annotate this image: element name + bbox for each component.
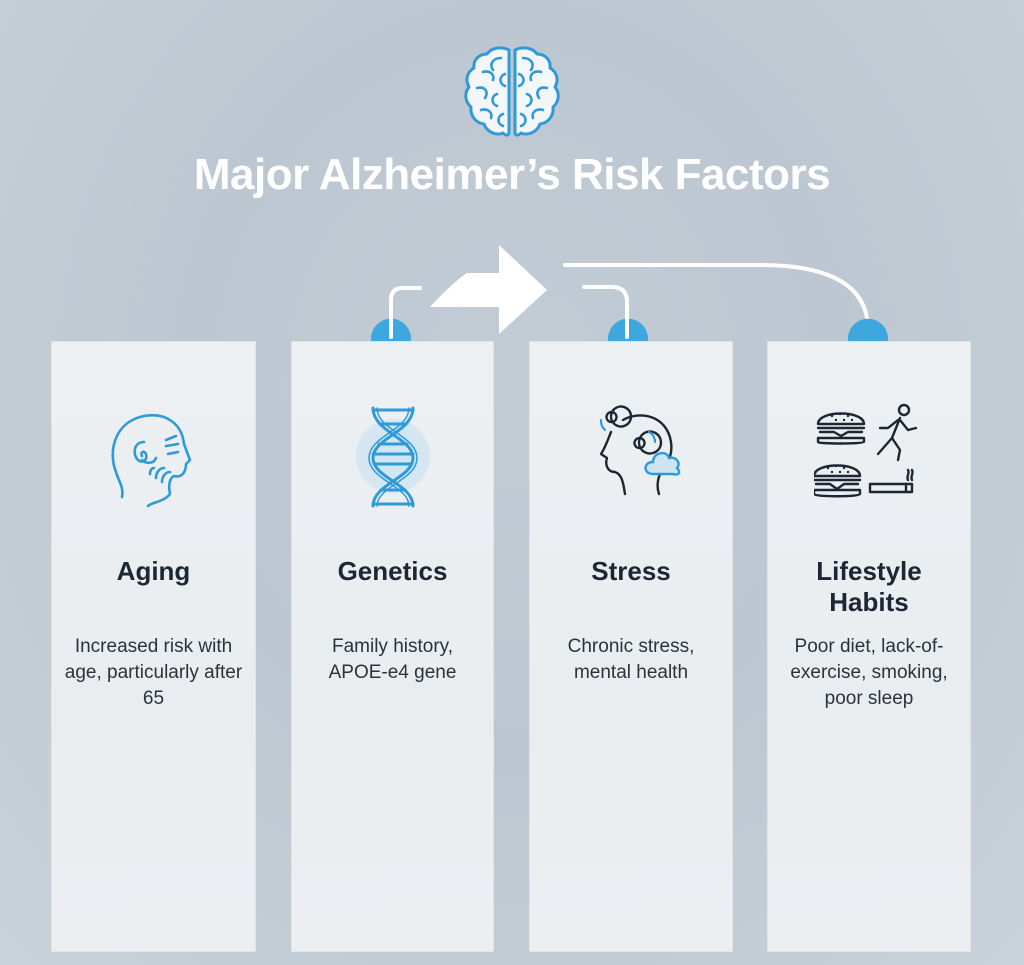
page-title: Major Alzheimer’s Risk Factors: [193, 150, 831, 199]
burger-icon: [816, 412, 866, 445]
brain-icon: [464, 46, 560, 137]
aging-head-icon: [111, 413, 191, 508]
card-description: Family history, APOE-e4 gene: [328, 636, 457, 683]
card-description: Poor diet, lack-of-exercise, smoking, po…: [790, 636, 948, 709]
card-genetics: Genetics Family history, APOE-e4 gene: [291, 341, 494, 952]
dna-icon: [355, 406, 430, 508]
cloud-icon: [644, 451, 681, 476]
card-heading: Lifestyle Habits: [816, 556, 922, 617]
card-description: Increased risk with age, particularly af…: [64, 636, 243, 709]
cigarette-icon: [868, 468, 914, 494]
running-person-icon: [876, 403, 918, 462]
card-heading: Stress: [591, 556, 671, 586]
stressed-head-icon: [599, 405, 681, 496]
card-stress: Stress Chronic stress, mental health: [529, 341, 733, 952]
card-lifestyle: Lifestyle Habits Poor diet, lack-of-exer…: [767, 341, 971, 952]
burger-icon: [814, 464, 862, 498]
card-heading: Aging: [116, 556, 191, 586]
lifestyle-icon: [814, 403, 918, 498]
right-arrow-icon: [430, 245, 547, 334]
card-aging: Aging Increased risk with age, particula…: [51, 341, 256, 952]
card-description: Chronic stress, mental health: [567, 636, 695, 683]
card-heading: Genetics: [337, 556, 448, 586]
